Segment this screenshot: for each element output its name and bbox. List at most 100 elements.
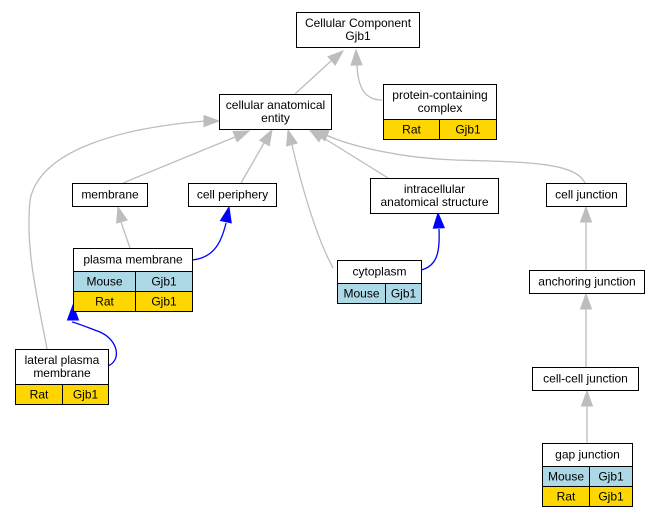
edge-arrowhead: [579, 292, 593, 310]
edge-lateral-plasma-membrane-to-plasma-membrane: [66, 303, 118, 367]
edge-arrowhead: [311, 129, 330, 142]
annotation-row-rat: Rat Gjb1: [383, 119, 497, 140]
node-label-line: Gjb1: [345, 29, 371, 43]
gene-cell: [589, 486, 633, 507]
gene-cell: [135, 291, 193, 312]
annotation-row-mouse: Mouse Gjb1: [337, 283, 422, 304]
node-label-line: entity: [261, 111, 290, 125]
gene-cell: [439, 119, 497, 140]
edge-arrowhead: [350, 48, 363, 66]
edge-line: [294, 60, 332, 95]
edge-cytoplasm-to-cellular-anatomical-entity: [286, 128, 334, 269]
node-label-box: [383, 84, 497, 120]
edge-line: [420, 228, 440, 271]
edge-line: [122, 136, 236, 184]
node-label-line: anatomical structure: [380, 195, 488, 209]
species-label: Mouse: [548, 470, 584, 484]
edge-cell-periphery-to-cellular-anatomical-entity: [240, 128, 273, 184]
node-cell-periphery[interactable]: cell periphery: [188, 183, 277, 207]
node-label-line: membrane: [33, 366, 91, 380]
node-label-box: [529, 270, 645, 294]
edge-line: [71, 321, 118, 367]
edge-cytoplasm-to-intracellular-anatomical-structure: [420, 211, 446, 271]
node-label-line: cellular anatomical: [226, 98, 325, 112]
node-label-box: [532, 367, 639, 391]
edge-arrowhead: [203, 114, 221, 128]
edge-line: [356, 64, 383, 101]
edge-arrowhead: [580, 389, 594, 407]
edge-cellular-anatomical-entity-to-cellular-component: [294, 50, 345, 95]
node-label-box: [219, 94, 332, 130]
edges-layer: [28, 48, 594, 443]
edge-line: [120, 221, 131, 249]
edge-plasma-membrane-to-membrane: [116, 205, 131, 249]
species-label: Rat: [557, 490, 576, 504]
edge-arrowhead: [116, 205, 129, 224]
annotation-row-mouse: Mouse Gjb1: [73, 271, 193, 292]
edge-arrowhead: [432, 211, 446, 229]
node-label-box: [296, 12, 420, 48]
edge-arrowhead: [66, 303, 80, 321]
node-label-box: [188, 183, 277, 207]
node-anchoring-junction[interactable]: anchoring junction: [529, 270, 645, 294]
node-label-line: cell periphery: [197, 188, 268, 202]
gene-label: Gjb1: [73, 388, 99, 402]
node-label-line: anchoring junction: [538, 275, 635, 289]
edge-arrowhead: [258, 128, 273, 147]
species-label: Mouse: [86, 275, 122, 289]
edge-arrowhead: [286, 128, 299, 147]
edge-cell-junction-to-cellular-anatomical-entity: [311, 129, 586, 184]
gene-label: Gjb1: [455, 123, 481, 137]
species-label: Mouse: [343, 287, 379, 301]
annotation-row-mouse: Mouse Gjb1: [542, 466, 633, 487]
edge-arrowhead: [327, 50, 345, 66]
node-label-box: [546, 183, 627, 207]
node-label-line: gap junction: [555, 448, 620, 462]
edge-line: [28, 120, 206, 350]
edge-lateral-plasma-membrane-to-cellular-anatomical-entity: [28, 114, 221, 350]
edge-cell-cell-junction-to-anchoring-junction: [579, 292, 593, 367]
node-cell-cell-junction[interactable]: cell-cell junction: [532, 367, 639, 391]
node-label-line: cell-cell junction: [543, 372, 628, 386]
edge-line: [240, 142, 265, 184]
node-label-line: Cellular Component: [305, 16, 412, 30]
species-label: Rat: [402, 123, 421, 137]
edge-line: [291, 144, 334, 269]
edge-membrane-to-cellular-anatomical-entity: [122, 130, 251, 184]
gene-cell: [385, 283, 422, 304]
gene-label: Gjb1: [598, 470, 624, 484]
gene-label: Gjb1: [598, 490, 624, 504]
node-label-line: lateral plasma: [25, 353, 100, 367]
node-membrane[interactable]: membrane: [72, 183, 148, 207]
edge-line: [321, 136, 389, 179]
edge-line: [191, 222, 227, 261]
node-label-line: protein-containing: [392, 88, 487, 102]
gene-label: Gjb1: [151, 295, 177, 309]
node-label-line: intracellular: [404, 182, 465, 196]
gene-label: Gjb1: [391, 287, 417, 301]
edge-arrowhead: [232, 130, 251, 143]
node-label-line: plasma membrane: [83, 253, 183, 267]
edge-protein-containing-complex-to-cellular-component: [350, 48, 383, 101]
node-label-line: membrane: [81, 188, 139, 202]
species-label: Rat: [30, 388, 49, 402]
node-label-line: cell junction: [555, 188, 618, 202]
node-cell-junction[interactable]: cell junction: [546, 183, 627, 207]
annotation-row-rat: Rat Gjb1: [15, 384, 109, 405]
node-label-box: [72, 183, 148, 207]
gene-label: Gjb1: [151, 275, 177, 289]
edge-gap-junction-to-cell-cell-junction: [580, 389, 594, 443]
node-label-box: [370, 178, 499, 214]
edge-arrowhead: [579, 205, 593, 223]
node-label-box: [15, 349, 109, 385]
